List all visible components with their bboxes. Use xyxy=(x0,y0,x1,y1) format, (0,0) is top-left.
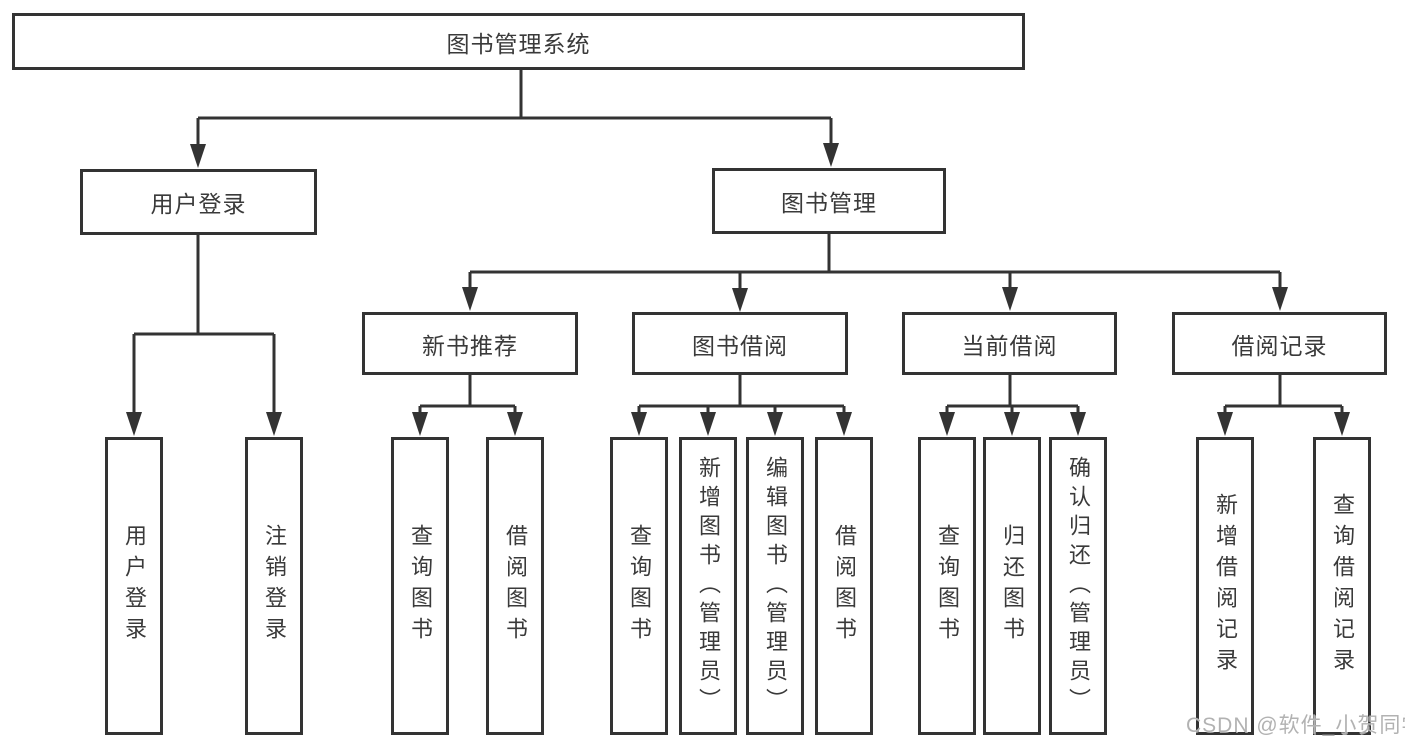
node-current-borrowing: 当前借阅 xyxy=(902,312,1117,375)
node-new-book-recommend: 新书推荐 xyxy=(362,312,578,375)
csdn-watermark: CSDN @软件_小贺同学 xyxy=(1186,714,1405,737)
node-borrowing-records: 借阅记录 xyxy=(1172,312,1387,375)
node-book-management: 图书管理 xyxy=(712,168,946,234)
leaf-recommend-borrow-books: 借阅图书 xyxy=(486,437,544,735)
leaf-records-add-record: 新增借阅记录 xyxy=(1196,437,1254,735)
leaf-records-query-record: 查询借阅记录 xyxy=(1313,437,1371,735)
leaf-current-confirm-return-admin: 确认归还（管理员） xyxy=(1049,437,1107,735)
leaf-borrowing-query-books: 查询图书 xyxy=(610,437,668,735)
leaf-borrowing-add-books-admin: 新增图书（管理员） xyxy=(679,437,737,735)
node-user-login: 用户登录 xyxy=(80,169,317,235)
leaf-borrowing-borrow-books: 借阅图书 xyxy=(815,437,873,735)
leaf-recommend-query-books: 查询图书 xyxy=(391,437,449,735)
leaf-current-return-books: 归还图书 xyxy=(983,437,1041,735)
node-book-borrowing: 图书借阅 xyxy=(632,312,848,375)
leaf-logout: 注销登录 xyxy=(245,437,303,735)
leaf-current-query-books: 查询图书 xyxy=(918,437,976,735)
node-system-root: 图书管理系统 xyxy=(12,13,1025,70)
leaf-user-login: 用户登录 xyxy=(105,437,163,735)
leaf-borrowing-edit-books-admin: 编辑图书（管理员） xyxy=(746,437,804,735)
